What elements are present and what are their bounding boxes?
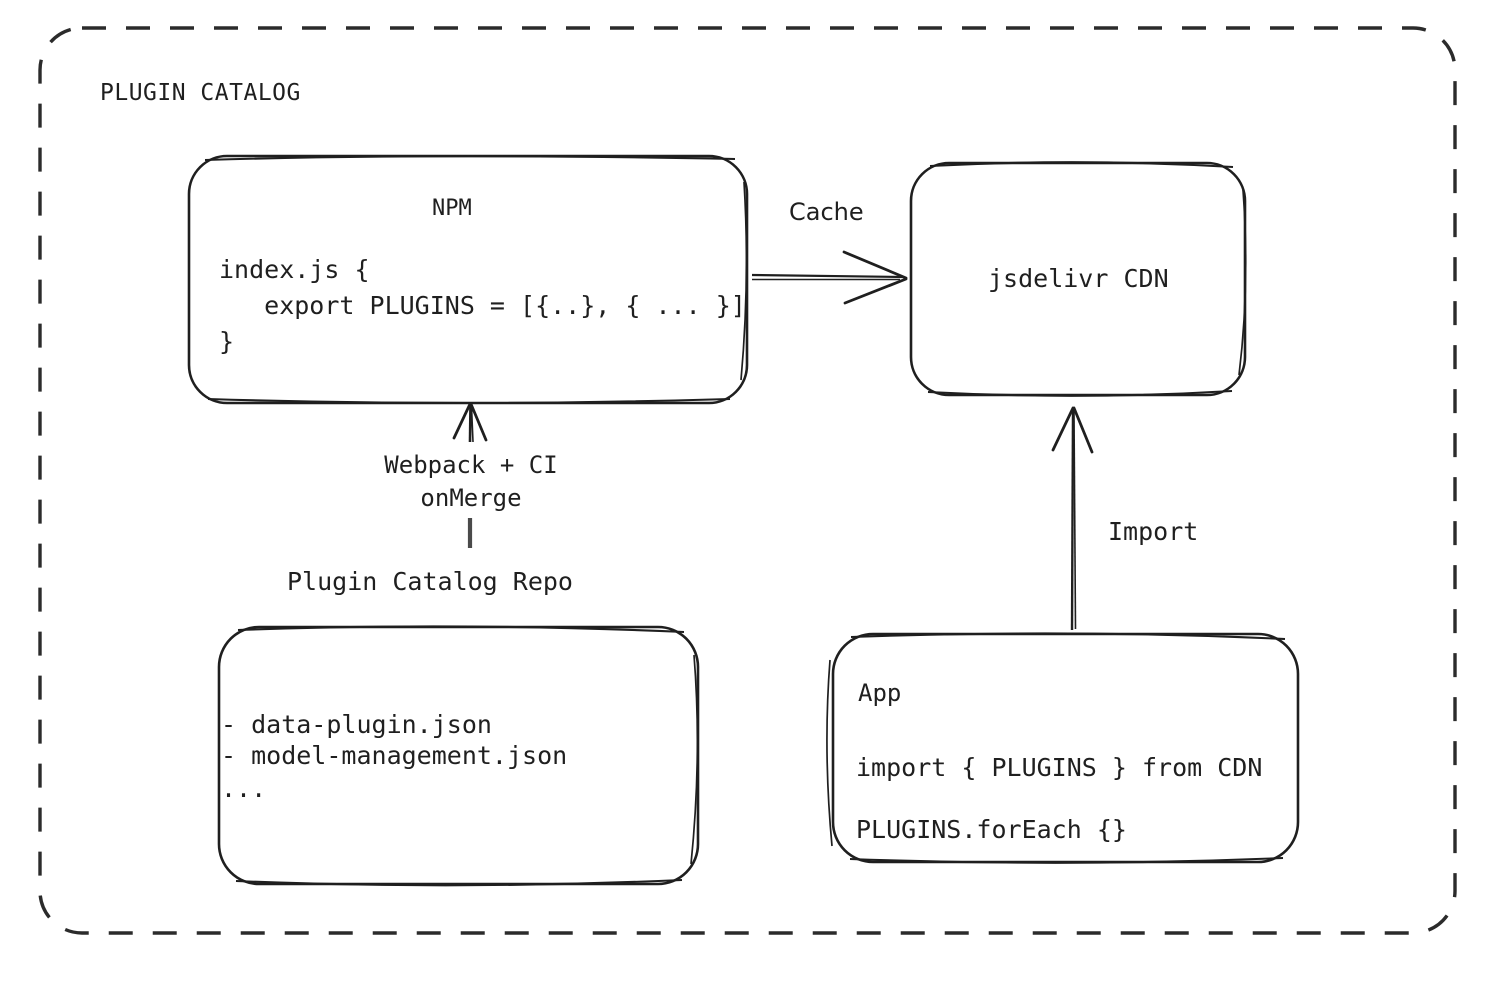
npm-node-box — [187, 154, 749, 405]
repo-node-box — [217, 625, 700, 887]
repo-list-item-2: - model-management.json — [221, 741, 568, 770]
npm-code-line-3: } — [219, 327, 235, 356]
app-code-line-2: PLUGINS.forEach {} — [856, 815, 1127, 844]
app-node-title: App — [858, 679, 902, 707]
npm-code-line-1: index.js { — [219, 255, 370, 284]
import-edge-arrow — [1051, 406, 1094, 631]
build-edge-label-line-2: onMerge — [420, 484, 522, 512]
cache-edge-arrow — [751, 250, 908, 305]
npm-node-title: NPM — [432, 196, 472, 221]
npm-code-line-2: export PLUGINS = [{..}, { ... }] — [219, 291, 746, 320]
app-code-line-1: import { PLUGINS } from CDN — [856, 753, 1263, 782]
repo-list-item-3: ... — [221, 774, 267, 803]
cache-edge-label: Cache — [789, 198, 864, 226]
app-node-box — [826, 632, 1300, 864]
build-edge-label-line-1: Webpack + CI — [384, 451, 558, 479]
build-edge-arrow — [452, 402, 488, 548]
cdn-node-title: jsdelivr CDN — [988, 264, 1169, 293]
cdn-node-box — [909, 161, 1247, 397]
repo-node-caption: Plugin Catalog Repo — [287, 567, 573, 596]
import-edge-label: Import — [1108, 517, 1199, 546]
plugin-catalog-frame — [38, 26, 1457, 935]
repo-list-item-1: - data-plugin.json — [221, 710, 492, 739]
group-title: PLUGIN CATALOG — [100, 80, 301, 106]
